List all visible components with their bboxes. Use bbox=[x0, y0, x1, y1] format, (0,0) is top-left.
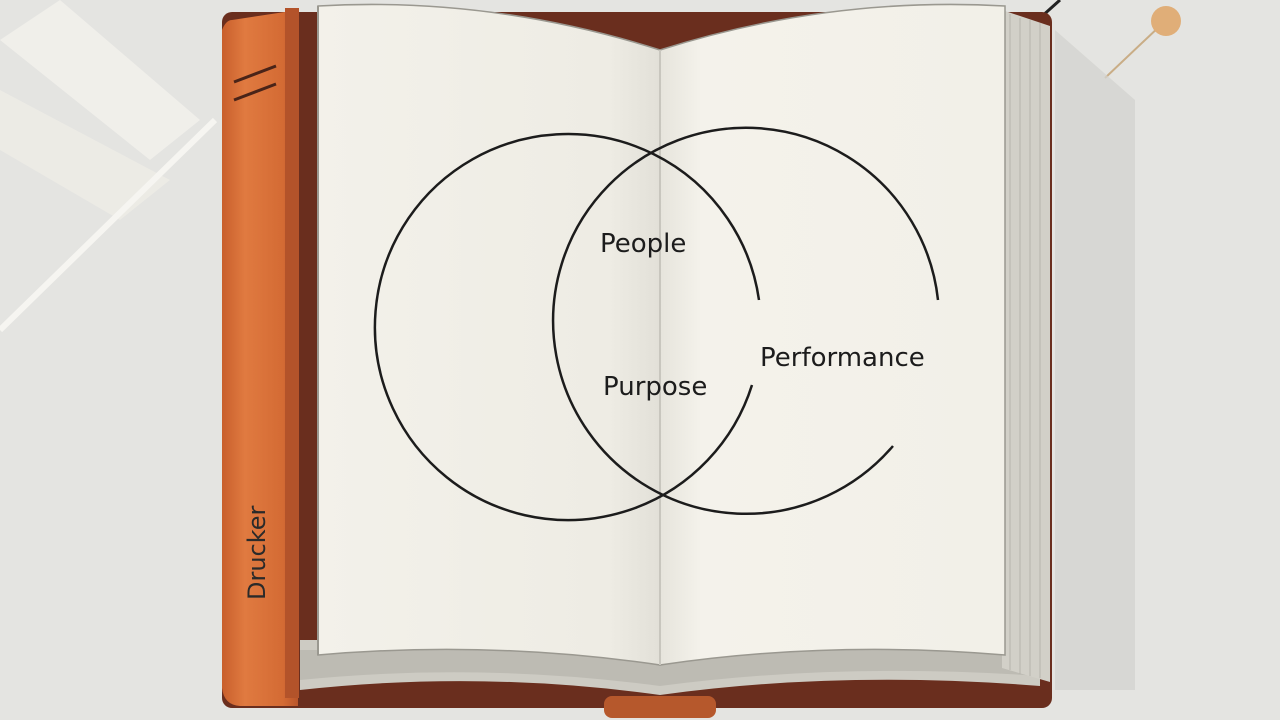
open-pages bbox=[317, 3, 1006, 666]
page-edges bbox=[300, 10, 1050, 695]
accent-dot bbox=[1151, 6, 1181, 36]
venn-diagram bbox=[373, 126, 940, 522]
venn-circle-left bbox=[373, 132, 761, 522]
label-performance: Performance bbox=[760, 343, 925, 373]
spine-title: Drucker bbox=[243, 505, 271, 600]
label-purpose: Purpose bbox=[603, 372, 707, 402]
venn-circle-right bbox=[551, 126, 940, 515]
label-people: People bbox=[600, 229, 686, 259]
diagram-labels: People Purpose Performance bbox=[600, 229, 925, 402]
